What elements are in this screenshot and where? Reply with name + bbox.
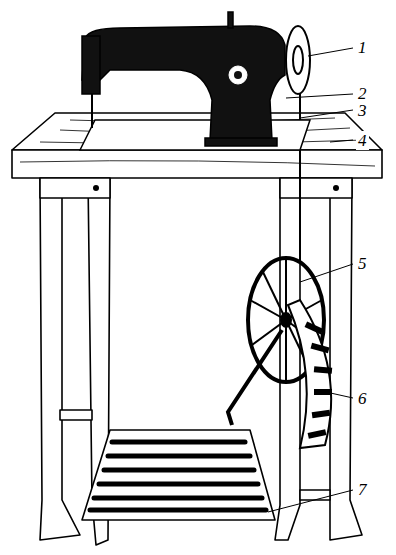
pitman-rod (228, 330, 282, 425)
leg-brace (60, 410, 92, 420)
callout-number: 1 (356, 38, 369, 57)
machine-arm (82, 26, 285, 140)
callout-number: 3 (356, 101, 369, 120)
table-top (12, 113, 382, 150)
drive-belt (299, 88, 301, 262)
callout-number: 5 (356, 254, 369, 273)
callout-number: 6 (356, 389, 369, 408)
leg-brace (300, 490, 330, 500)
treadle-plate (82, 430, 275, 520)
belt-guard (288, 300, 331, 448)
leg-frame (275, 178, 300, 540)
table-edge (12, 150, 382, 178)
leg-frame (40, 178, 80, 540)
machine-plate (80, 120, 310, 150)
callout-number: 4 (356, 131, 369, 150)
callout-number: 7 (356, 480, 369, 499)
hand-wheel (286, 26, 310, 94)
